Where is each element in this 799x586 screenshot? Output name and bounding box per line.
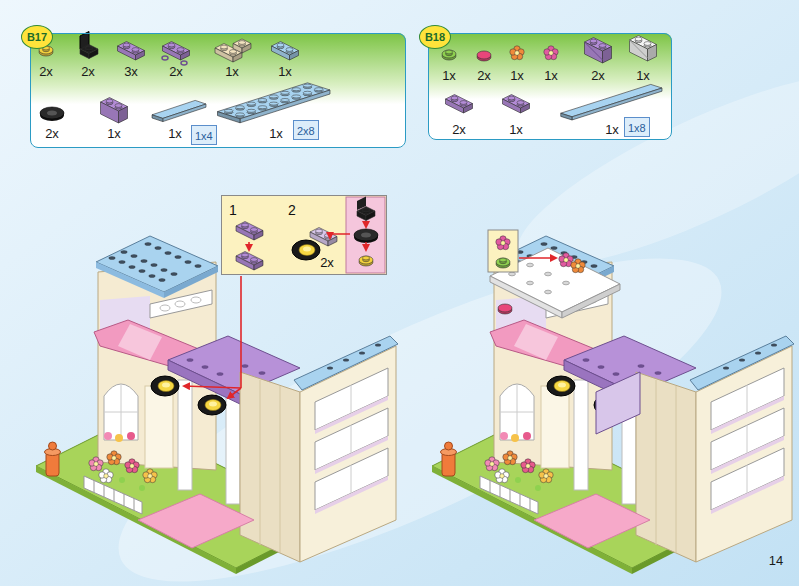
part-count: 2x bbox=[169, 64, 183, 79]
step-badge: B17 bbox=[21, 25, 53, 49]
part-count: 2x bbox=[45, 126, 59, 141]
part-count: 2x bbox=[320, 255, 334, 270]
substep-number: 1 bbox=[229, 202, 237, 218]
part-count: 1x bbox=[107, 126, 121, 141]
part-count: 1x bbox=[442, 68, 456, 83]
part-count: 2x bbox=[81, 64, 95, 79]
step-badge: B18 bbox=[419, 25, 451, 49]
part-count: 1x bbox=[510, 68, 524, 83]
part-count: 2x bbox=[452, 122, 466, 137]
substep-callout-art bbox=[221, 195, 387, 275]
model-step-b18 bbox=[432, 230, 794, 574]
part-count: 2x bbox=[39, 64, 53, 79]
node-text: 1x8 bbox=[628, 122, 646, 134]
parts-b17 bbox=[39, 32, 330, 124]
page-number: 14 bbox=[769, 553, 783, 568]
part-count: 1x bbox=[636, 68, 650, 83]
node-text: 1x4 bbox=[195, 130, 213, 142]
part-count: 1x bbox=[269, 126, 283, 141]
parts-panel-ground bbox=[30, 33, 672, 148]
size-tag: 2x8 bbox=[293, 120, 319, 140]
parts-b18 bbox=[442, 36, 662, 121]
parts-panel: B171x42x8 bbox=[30, 33, 406, 148]
size-tag: 1x8 bbox=[624, 117, 650, 137]
part-count: 2x bbox=[477, 68, 491, 83]
part-count: 1x bbox=[278, 64, 292, 79]
part-count: 1x bbox=[544, 68, 558, 83]
part-count: 3x bbox=[124, 64, 138, 79]
node-text: 2x8 bbox=[297, 125, 315, 137]
part-count: 1x bbox=[509, 122, 523, 137]
part-count: 2x bbox=[591, 68, 605, 83]
size-tag: 1x4 bbox=[191, 125, 217, 145]
part-count: 1x bbox=[225, 64, 239, 79]
part-count: 1x bbox=[605, 122, 619, 137]
substep-callout: 1 2 2x bbox=[221, 195, 387, 275]
leader-arrows bbox=[184, 276, 241, 398]
part-count: 1x bbox=[168, 126, 182, 141]
substep-number: 2 bbox=[288, 202, 296, 218]
model-step-b17 bbox=[36, 236, 398, 574]
